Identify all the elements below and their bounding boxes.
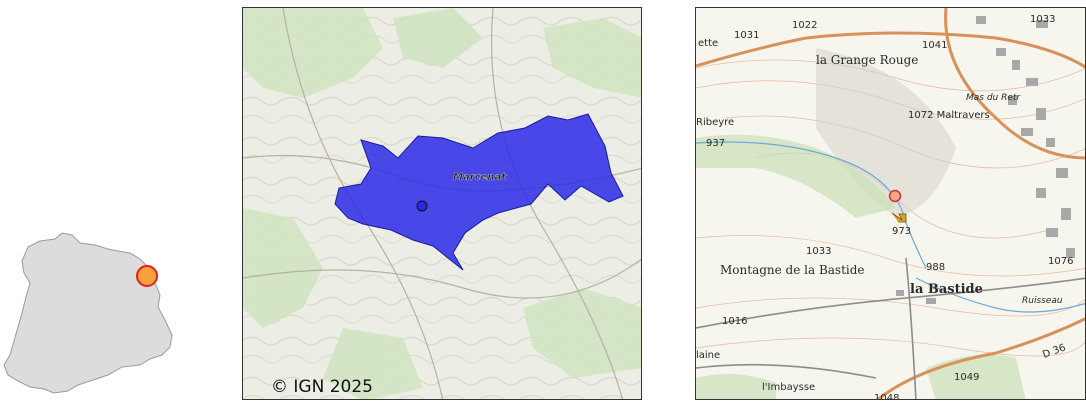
label-1016: 1016 [722,316,747,327]
label-ribeyre: Ribeyre [696,117,734,128]
commune-map-svg[interactable]: Marcenat [243,8,642,400]
label-1049: 1049 [954,372,979,383]
location-marker [888,189,902,203]
label-1022: 1022 [792,20,817,31]
label-1076: 1076 [1048,256,1073,267]
topo-map-svg[interactable]: ette 1031 1022 1041 1033 la Grange Rouge… [696,8,1086,400]
label-1031: 1031 [734,30,759,41]
vegetation-patches [243,8,641,399]
label-937: 937 [706,138,725,149]
main-roads [696,8,1085,399]
label-ruisseau: Ruisseau [1022,296,1063,306]
region-silhouette [3,232,173,394]
streams [696,141,1085,313]
direction-arrow-icon [891,212,907,223]
label-la-bastide: la Bastide [910,282,983,297]
label-grange-rouge: la Grange Rouge [816,53,918,67]
label-1033: 1033 [806,246,831,257]
label-988: 988 [926,262,945,273]
village-buildings [896,16,1075,304]
commune-boundary[interactable] [334,113,624,271]
location-marker [136,265,158,287]
label-ette: ette [698,38,718,49]
label-montagne-bastide: Montagne de la Bastide [720,263,865,277]
label-1033-top: 1033 [1030,14,1055,25]
topo-map-panel[interactable]: ette 1031 1022 1041 1033 la Grange Rouge… [695,7,1086,400]
commune-name-label: Marcenat [453,172,507,183]
forest-areas [696,134,1026,399]
label-laine: laine [696,350,720,361]
commune-map-panel[interactable]: Marcenat © IGN 2025 [242,7,642,400]
label-1041: 1041 [922,40,947,51]
label-imbaysse: l'Imbaysse [762,382,815,393]
copyright-notice: © IGN 2025 [271,377,373,397]
label-maltravers: 1072 Maltravers [908,110,990,121]
label-mas-retr: Mas du Retr [966,93,1021,103]
label-973: 973 [892,226,911,237]
label-1048: 1048 [874,393,899,400]
secondary-roads [696,257,1085,399]
overview-svg [3,232,173,394]
commune-centroid-marker [416,200,428,212]
overview-map [0,225,190,400]
